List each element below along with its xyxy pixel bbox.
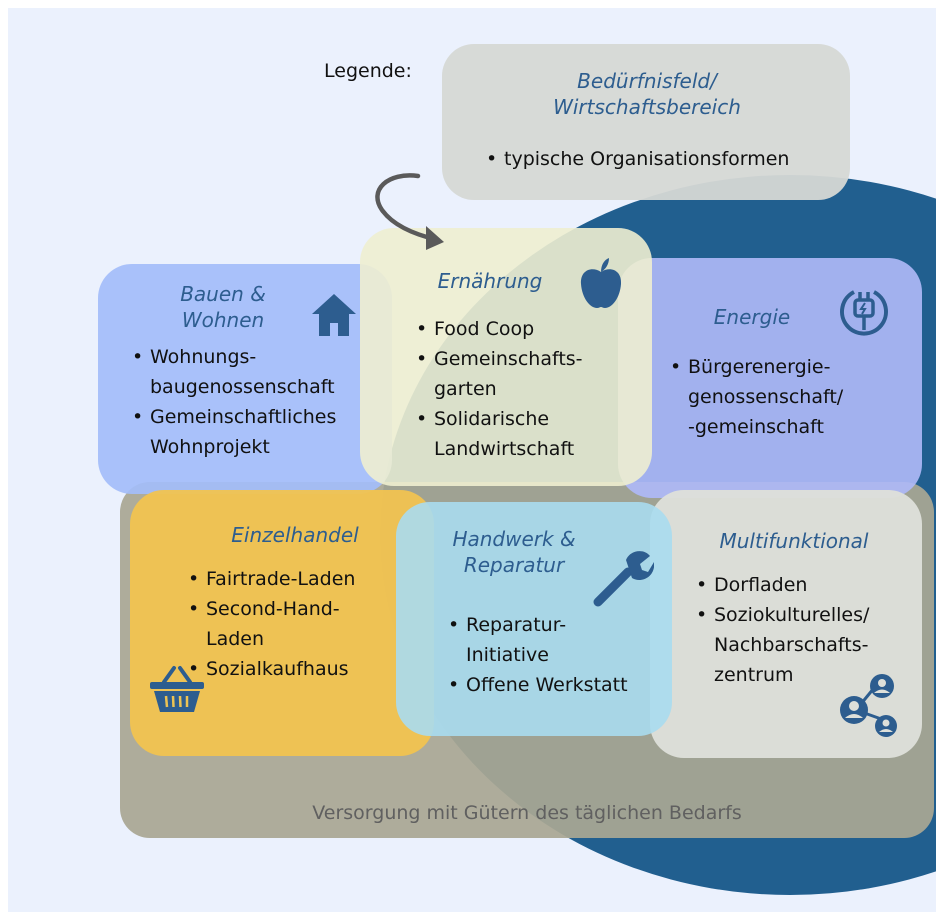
multi-list: Dorfladen Soziokulturelles/Nachbarschaft… <box>696 570 869 690</box>
legend-label: Legende: <box>324 60 412 82</box>
bauen-title: Bauen & Wohnen <box>138 281 308 333</box>
box-bauen-wohnen: Bauen & Wohnen Wohnungs-baugenossenschaf… <box>98 264 392 494</box>
ernaehrung-list: Food Coop Gemeinschafts-garten Solidaris… <box>416 314 583 464</box>
plug-icon <box>840 290 888 336</box>
bauen-title-line: Bauen & <box>180 282 266 306</box>
ernaehrung-title: Ernährung <box>420 268 560 294</box>
list-item: Offene Werkstatt <box>448 670 628 700</box>
handwerk-title: Handwerk & Reparatur <box>436 526 592 578</box>
legend-arrow <box>375 173 444 250</box>
multi-title-line: Multifunktional <box>719 529 869 553</box>
box-multifunktional: Multifunktional Dorfladen Soziokulturell… <box>650 490 922 758</box>
apple-icon <box>580 258 622 308</box>
versorgung-label: Versorgung mit Gütern des täglichen Beda… <box>312 802 742 824</box>
list-item: Second-Hand-Laden <box>188 594 355 654</box>
multi-title: Multifunktional <box>694 528 894 554</box>
energie-list: Bürgerenergie-genossenschaft/-gemeinscha… <box>670 352 843 442</box>
handwerk-list: Reparatur-Initiative Offene Werkstatt <box>448 610 628 700</box>
box-energie: Energie Bürgerenergie-genossenschaft/-ge… <box>618 258 922 498</box>
einzelhandel-title: Einzelhandel <box>210 522 380 548</box>
legend-list: typische Organisationsformen <box>486 144 789 174</box>
bauen-title-line: Wohnen <box>181 308 265 332</box>
legend-box: Bedürfnisfeld/ Wirtschaftsbereich typisc… <box>442 44 850 200</box>
handwerk-title-line: Reparatur <box>463 553 565 577</box>
house-icon <box>312 294 356 336</box>
list-item: Dorfladen <box>696 570 869 600</box>
community-icon <box>840 674 897 737</box>
box-handwerk-reparatur: Handwerk & Reparatur Reparatur-Initiativ… <box>396 502 672 736</box>
list-item: Food Coop <box>416 314 583 344</box>
legend-title-line: Wirtschaftsbereich <box>553 95 741 119</box>
list-item: Sozialkaufhaus <box>188 654 355 684</box>
einzelhandel-list: Fairtrade-Laden Second-Hand-Laden Sozial… <box>188 564 355 684</box>
legend-title: Bedürfnisfeld/ Wirtschaftsbereich <box>502 68 792 120</box>
legend-title-line: Bedürfnisfeld/ <box>577 69 717 93</box>
energie-title-line: Energie <box>713 305 791 329</box>
energie-title: Energie <box>702 304 802 330</box>
box-ernaehrung: Ernährung Food Coop Gemeinschafts-garten… <box>360 228 652 486</box>
list-item: Fairtrade-Laden <box>188 564 355 594</box>
bauen-list: Wohnungs-baugenossenschaft Gemeinschaftl… <box>132 342 336 462</box>
list-item: typische Organisationsformen <box>486 144 789 174</box>
basket-icon <box>150 666 204 712</box>
list-item: Gemeinschafts-garten <box>416 344 583 404</box>
wrench-icon <box>593 551 654 607</box>
list-item: Wohnungs-baugenossenschaft <box>132 342 336 402</box>
ernaehrung-title-line: Ernährung <box>437 269 543 293</box>
box-einzelhandel: Einzelhandel Fairtrade-Laden Second-Hand… <box>130 490 434 756</box>
list-item: Soziokulturelles/Nachbarschafts-zentrum <box>696 600 869 690</box>
list-item: Bürgerenergie-genossenschaft/-gemeinscha… <box>670 352 843 442</box>
handwerk-title-line: Handwerk & <box>452 527 576 551</box>
list-item: Reparatur-Initiative <box>448 610 628 670</box>
einzelhandel-title-line: Einzelhandel <box>231 523 359 547</box>
